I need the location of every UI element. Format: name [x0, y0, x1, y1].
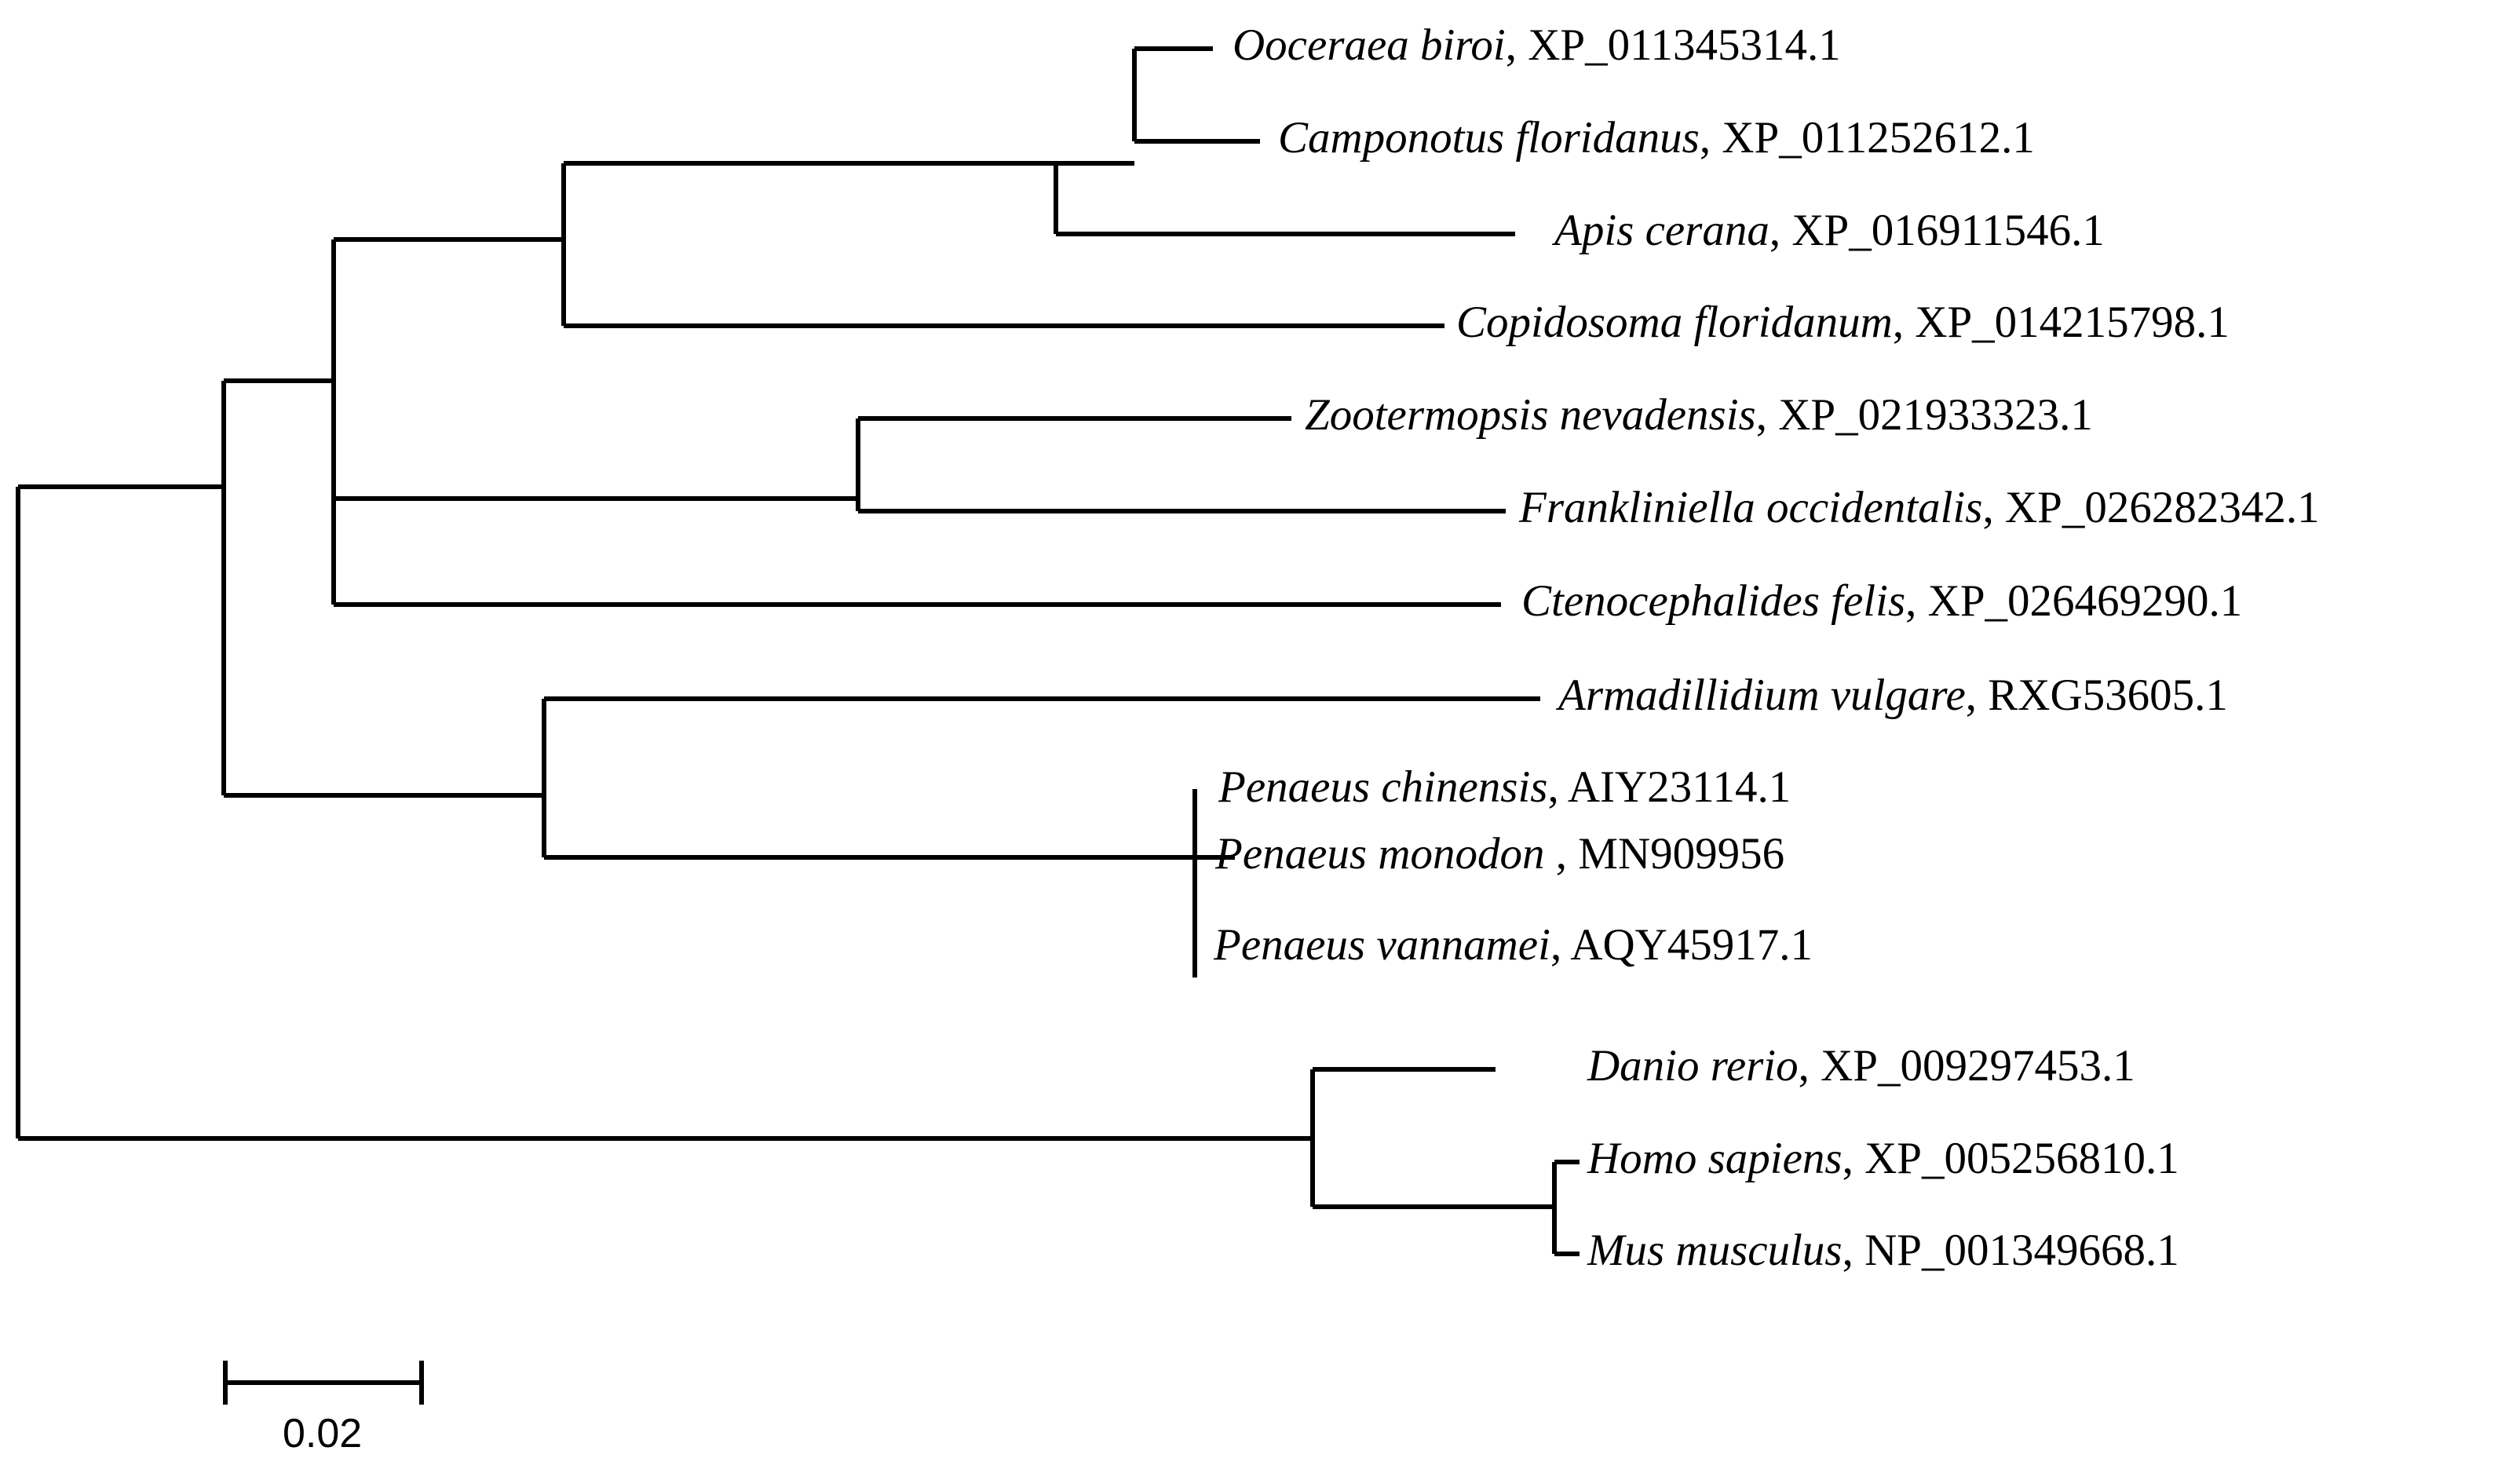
tip-species-name: Mus musculus: [1587, 1226, 1843, 1275]
tip-accession: XP_011252612.1: [1722, 113, 2035, 163]
tip-label-zootermopsis-nevadensis: Zootermopsis nevadensis, XP_021933323.1: [1305, 393, 2093, 437]
tip-separator: ,: [1982, 483, 2005, 532]
tip-species-name: Armadillidium vulgare: [1558, 671, 1966, 720]
tip-accession: RXG53605.1: [1988, 671, 2228, 720]
tip-label-danio-rerio: Danio rerio, XP_009297453.1: [1587, 1043, 2135, 1088]
tip-species-name: Ctenocephalides felis: [1521, 576, 1906, 626]
scale-bar-label: 0.02: [283, 1411, 363, 1456]
tip-separator: ,: [1892, 298, 1916, 347]
tip-accession: XP_014215798.1: [1915, 298, 2230, 347]
tip-separator: ,: [1842, 1134, 1865, 1183]
tip-accession: NP_001349668.1: [1864, 1226, 2179, 1275]
tip-accession: XP_026282342.1: [2004, 483, 2320, 532]
tip-label-penaeus-vannamei: Penaeus vannamei, AQY45917.1: [1214, 923, 1813, 967]
tip-accession: XP_009297453.1: [1821, 1041, 2135, 1091]
tip-label-ctenocephalides-felis: Ctenocephalides felis, XP_026469290.1: [1521, 579, 2242, 623]
tip-label-frankliniella-occidentalis: Frankliniella occidentalis, XP_026282342…: [1519, 485, 2320, 530]
tip-species-name: Danio rerio: [1587, 1041, 1799, 1091]
tip-species-name: Apis cerana: [1554, 206, 1769, 255]
tip-accession: MN909956: [1578, 829, 1785, 879]
tip-label-apis-cerana: Apis cerana, XP_016911546.1: [1554, 208, 2105, 253]
tip-separator: ,: [1965, 671, 1989, 720]
tip-separator: ,: [1769, 206, 1792, 255]
tip-label-mus-musculus: Mus musculus, NP_001349668.1: [1587, 1228, 2179, 1273]
tip-label-homo-sapiens: Homo sapiens, XP_005256810.1: [1587, 1136, 2179, 1181]
tip-separator: ,: [1547, 762, 1568, 812]
tip-species-name: Penaeus monodon: [1215, 829, 1556, 879]
tip-species-name: Penaeus vannamei: [1214, 920, 1550, 970]
tip-species-name: Frankliniella occidentalis: [1519, 483, 1983, 532]
tip-separator: ,: [1842, 1226, 1865, 1275]
tip-accession: XP_026469290.1: [1927, 576, 2243, 626]
tip-label-copidosoma-floridanum: Copidosoma floridanum, XP_014215798.1: [1456, 300, 2230, 345]
tip-species-name: Camponotus floridanus: [1278, 113, 1700, 163]
tip-separator: ,: [1699, 113, 1722, 163]
tip-label-penaeus-chinensis: Penaeus chinensis, AIY23114.1: [1218, 765, 1791, 809]
tip-separator: ,: [1505, 20, 1528, 70]
tip-species-name: Penaeus chinensis: [1218, 762, 1548, 812]
tip-label-camponotus-floridanus: Camponotus floridanus, XP_011252612.1: [1278, 115, 2035, 160]
tip-separator: ,: [1905, 576, 1928, 626]
tip-separator: ,: [1555, 829, 1579, 879]
tip-accession: AQY45917.1: [1570, 920, 1813, 970]
tip-species-name: Zootermopsis nevadensis: [1305, 390, 1756, 440]
tip-separator: ,: [1550, 920, 1571, 970]
tip-accession: AIY23114.1: [1567, 762, 1791, 812]
tip-accession: XP_005256810.1: [1864, 1134, 2179, 1183]
tip-label-armadillidium-vulgare: Armadillidium vulgare, RXG53605.1: [1558, 673, 2228, 718]
tip-label-penaeus-monodon: Penaeus monodon , MN909956: [1215, 831, 1784, 876]
tip-accession: XP_016911546.1: [1791, 206, 2105, 255]
tip-separator: ,: [1798, 1041, 1821, 1091]
tip-label-ooceraea-biroi: Ooceraea biroi, XP_011345314.1: [1233, 23, 1841, 68]
tip-accession: XP_021933323.1: [1778, 390, 2093, 440]
tip-accession: XP_011345314.1: [1528, 20, 1841, 70]
tip-species-name: Copidosoma floridanum: [1456, 298, 1893, 347]
tip-separator: ,: [1755, 390, 1779, 440]
tip-species-name: Ooceraea biroi: [1233, 20, 1506, 70]
tip-species-name: Homo sapiens: [1587, 1134, 1843, 1183]
